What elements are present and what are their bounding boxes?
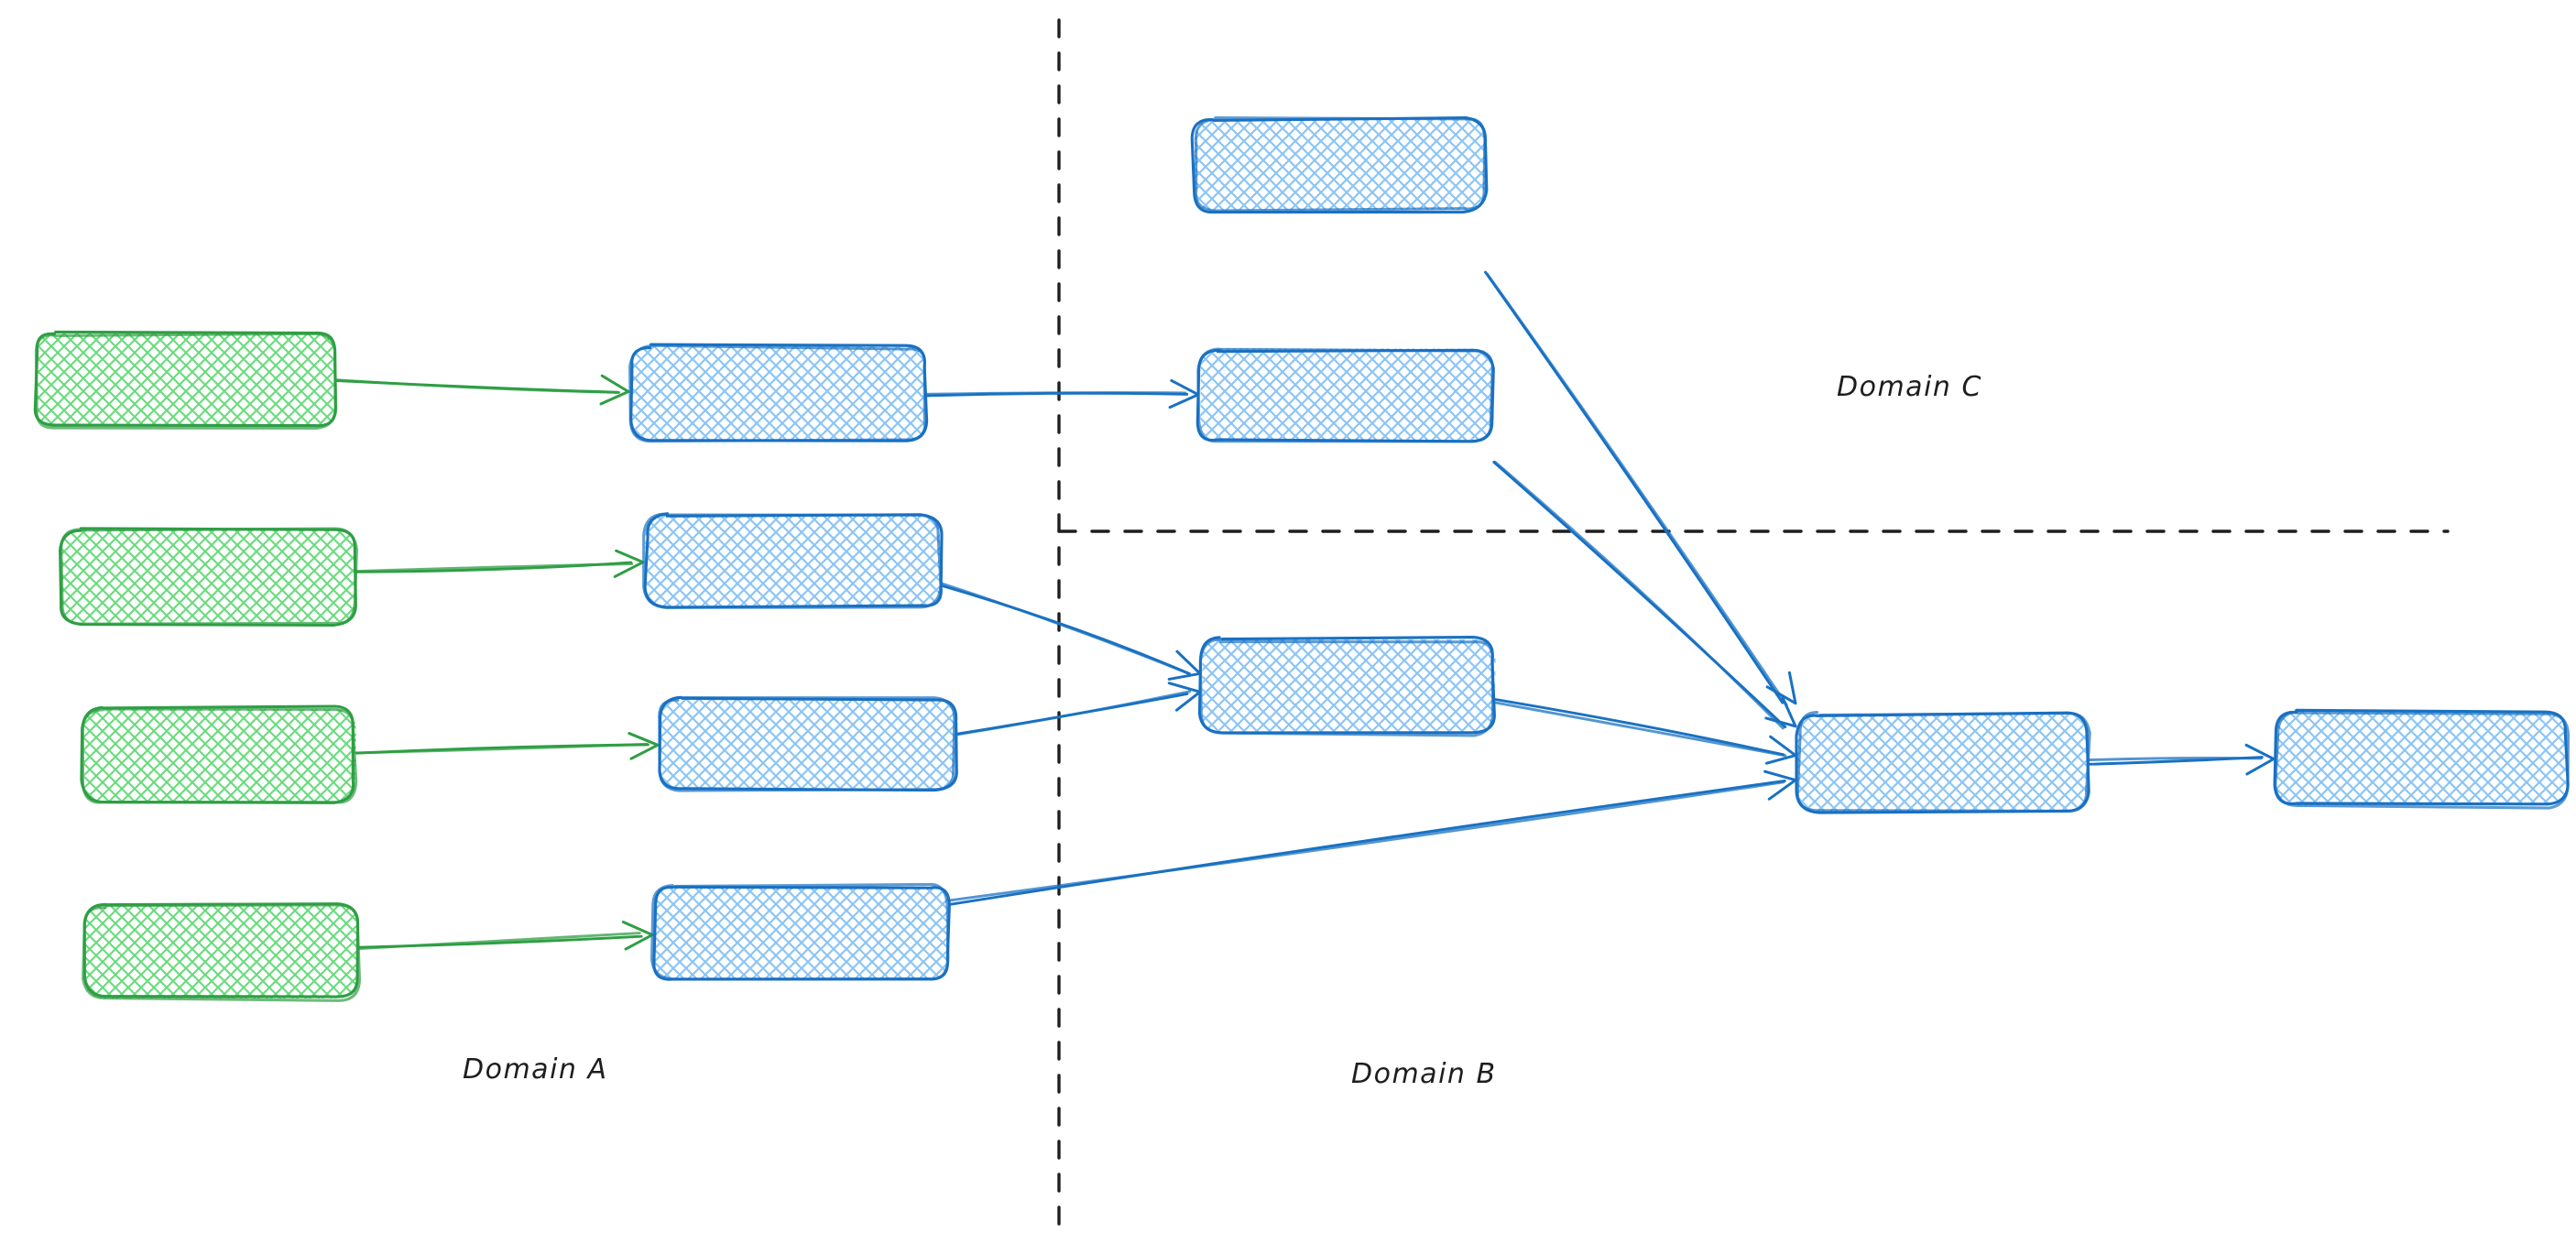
- arrowhead-icon: [2244, 743, 2276, 776]
- node-outline: [1194, 116, 1487, 213]
- node-outline: [81, 707, 358, 804]
- node-outline: [1198, 638, 1495, 737]
- node-fill: [1194, 118, 1486, 211]
- node-outline: [658, 696, 956, 792]
- node-group: [33, 116, 2571, 1002]
- edge-a-proc-1-to-b-upper: [922, 378, 1200, 409]
- node-fill: [1202, 638, 1496, 734]
- node-sink[interactable]: [2273, 708, 2571, 810]
- edge-group: [335, 270, 2276, 951]
- node-a-src-2[interactable]: [59, 527, 359, 627]
- node-outline: [82, 903, 362, 1002]
- node-merge[interactable]: [1795, 711, 2091, 814]
- node-fill: [645, 514, 941, 607]
- edge-a-src-4-to-a-proc-4: [354, 920, 654, 951]
- node-a-src-4[interactable]: [82, 902, 362, 1002]
- node-fill: [2275, 711, 2568, 806]
- node-a-src-1[interactable]: [33, 330, 338, 430]
- divider-group: [1057, 18, 2450, 1237]
- arrowhead-icon: [1764, 696, 1797, 728]
- node-b-mid[interactable]: [1197, 636, 1496, 737]
- node-outline: [2274, 710, 2571, 810]
- node-a-proc-4[interactable]: [649, 882, 951, 981]
- node-fill: [83, 708, 356, 803]
- node-a-proc-3[interactable]: [658, 695, 958, 792]
- node-outline: [1196, 347, 1494, 443]
- node-outline: [1796, 711, 2091, 813]
- arrowhead-icon: [1765, 735, 1797, 765]
- node-a-proc-1[interactable]: [628, 343, 929, 443]
- edge-a-proc-3-to-b-mid: [953, 682, 1202, 737]
- node-fill: [653, 885, 950, 981]
- node-fill: [629, 345, 925, 441]
- edge-b-upper-to-merge: [1492, 461, 1797, 730]
- edge-a-src-2-to-a-proc-2: [354, 549, 645, 578]
- node-fill: [60, 529, 356, 623]
- node-outline: [628, 344, 927, 443]
- label-domain-c: Domain C: [1837, 371, 1982, 403]
- node-outline: [643, 512, 944, 609]
- node-a-src-3[interactable]: [80, 704, 358, 804]
- arrowhead-icon: [599, 374, 630, 406]
- edge-a-src-1-to-a-proc-1: [335, 374, 630, 406]
- label-domain-a: Domain A: [463, 1053, 608, 1086]
- arrowhead-icon: [628, 732, 660, 760]
- node-outline: [642, 512, 943, 609]
- edge-a-src-3-to-a-proc-3: [353, 732, 660, 760]
- node-fill: [37, 332, 336, 427]
- node-c-top[interactable]: [1190, 116, 1489, 214]
- node-fill: [83, 904, 358, 999]
- node-outline: [60, 527, 359, 626]
- node-outline: [34, 332, 338, 430]
- edge-b-mid-to-merge: [1492, 697, 1797, 765]
- node-a-proc-2[interactable]: [642, 512, 944, 609]
- node-b-upper[interactable]: [1195, 347, 1495, 443]
- label-domain-b: Domain B: [1351, 1058, 1497, 1090]
- arrowhead-icon: [1167, 649, 1202, 681]
- edge-c-top-to-merge: [1484, 270, 1797, 706]
- node-fill: [1200, 348, 1494, 442]
- node-fill: [1796, 714, 2088, 813]
- edge-a-proc-4-to-merge: [948, 769, 1797, 906]
- edge-merge-to-sink: [2083, 743, 2276, 776]
- arrowhead-icon: [1765, 671, 1797, 705]
- edge-a-proc-2-to-b-mid: [938, 581, 1202, 681]
- node-fill: [660, 697, 955, 790]
- node-outline: [649, 882, 950, 981]
